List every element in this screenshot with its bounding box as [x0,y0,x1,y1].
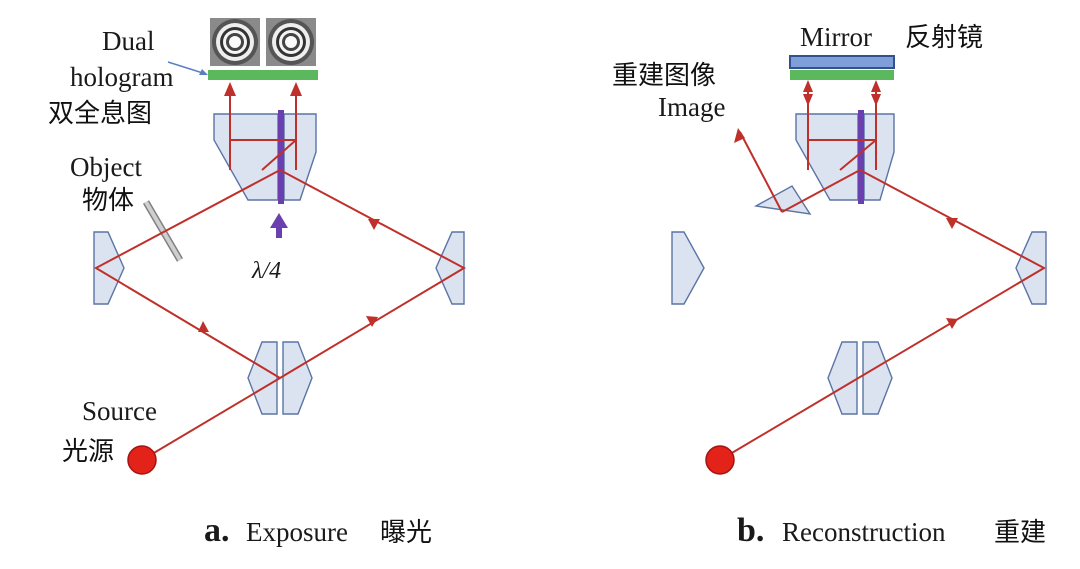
right-mirror-prism-recon [1015,231,1047,305]
object-label-cn: 物体 [82,186,134,216]
source-label: Source [82,396,157,426]
caption-b-letter: b. [737,512,764,549]
hologram-pointer-head [199,69,208,75]
hologram-plate-recon [790,70,894,80]
beam-paths-exposure [93,82,467,461]
hologram-pattern-right [266,18,316,66]
dual-hologram-label-line1: Dual [102,26,154,56]
panel-exposure: Dual hologram 双全息图 Object 物体 λ/4 Source … [48,18,467,549]
caption-a-letter: a. [204,512,230,549]
dual-hologram-label-line2: hologram [70,62,173,92]
hologram-pointer [167,61,207,75]
hologram-pattern-left [210,18,260,66]
light-source-icon-recon [705,445,735,475]
image-label-cn: 重建图像 [612,61,716,91]
mirror-plate [789,55,895,69]
object-label: Object [70,152,142,182]
left-prism-recon [671,231,705,305]
dual-hologram-plate [208,70,318,80]
left-mirror-prism [93,231,125,305]
caption-a-en: Exposure [246,517,348,547]
quarter-wave-plate [278,110,284,204]
image-wedge-prism [753,185,812,215]
panel-reconstruction: Mirror 反射镜 重建图像 Image [612,22,1047,549]
beam-splitter-prism-bottom-recon [827,341,893,415]
beam-paths-reconstruction [719,80,1047,461]
dual-hologram-label-cn: 双全息图 [48,99,152,129]
source-label-cn: 光源 [62,437,114,467]
mirror-label-cn: 反射镜 [905,23,983,53]
image-label: Image [658,92,725,122]
beam-splitter-prism-top-recon [795,110,895,204]
caption-a-cn: 曝光 [380,518,432,548]
caption-b-en: Reconstruction [782,517,946,547]
waveplate-label: λ/4 [251,258,281,284]
waveplate-arrow-icon [270,213,288,238]
mirror-label: Mirror [800,22,872,52]
right-mirror-prism [435,231,465,305]
beam-splitter-prism-bottom [247,341,313,415]
caption-b-cn: 重建 [994,518,1046,548]
light-source-icon [127,445,157,475]
